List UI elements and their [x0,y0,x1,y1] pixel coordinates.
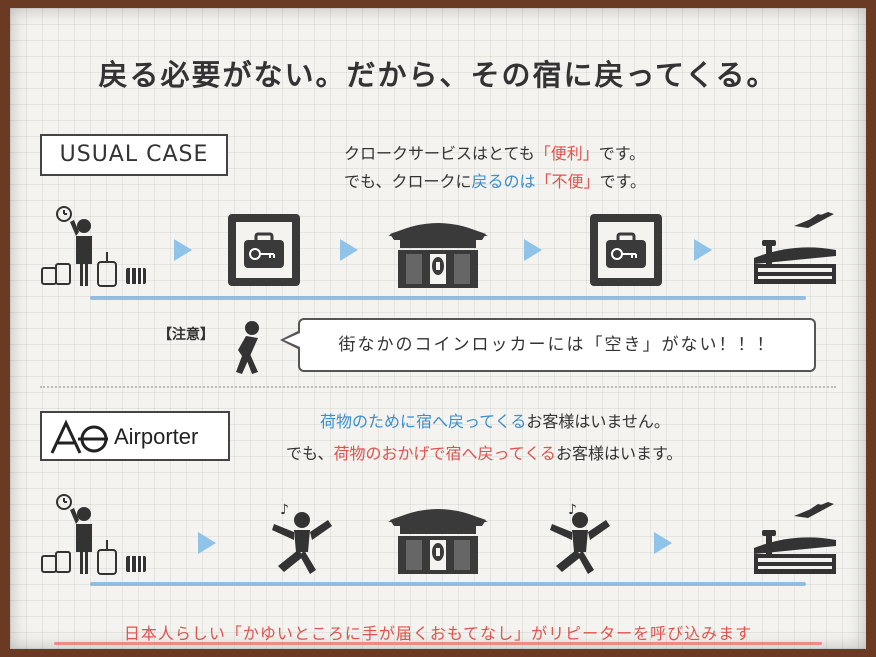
flow-arrow-3 [524,239,542,261]
flow-arrow-6 [654,532,672,554]
flow-baseline-2 [90,582,806,586]
footer-underline [54,642,822,645]
flow-arrow-5 [198,532,216,554]
infographic-board: 戻る必要がない。だから、その宿に戻ってくる。 USUAL CASE クロークサー… [10,8,866,649]
temple-gate-icon [388,223,488,288]
temple-gate-icon-2 [388,509,488,574]
flow-baseline-1 [90,296,806,300]
airport-icon [754,212,836,284]
notice-bubble: 街なかのコインロッカーには「空き」がない！！！ [298,318,816,372]
jumping-person-icon-2: ♪ [550,502,610,574]
traveler-icon-2 [41,494,146,575]
usual-desc-line2-c: 「不便」 [535,172,600,191]
usual-desc-line1-b: 「便利」 [534,144,599,163]
usual-case-label: USUAL CASE [40,134,228,176]
airporter-desc-line1-b: お客様はいません。 [526,412,670,431]
svg-text:♪: ♪ [280,502,289,518]
airporter-desc-line2-c: お客様はいます。 [555,444,683,463]
usual-desc-line2-b: 戻るのは [471,172,536,191]
usual-desc-line2-d: です。 [599,172,646,191]
flow-arrow-1 [174,239,192,261]
traveler-icon [41,206,146,287]
headline: 戻る必要がない。だから、その宿に戻ってくる。 [98,58,778,92]
airporter-logo: Airporter [40,411,230,461]
bubble-tail-inner [284,333,300,347]
footer-message: 日本人らしい「かゆいところに手が届くおもてなし」がリピーターを呼び込みます [123,624,753,643]
airport-icon-2 [754,502,836,574]
airporter-desc-line2-b: 荷物のおかげで宿へ戻ってくる [333,444,556,463]
airporter-logo-mark [50,419,108,454]
svg-text:♪: ♪ [568,502,577,518]
flow-arrow-4 [694,239,712,261]
section-divider [40,386,836,388]
usual-desc-line2: でも、クロークに戻るのは「不便」です。 [344,168,646,192]
despair-person-icon [236,321,259,374]
airporter-desc-line1-a: 荷物のために宿へ戻ってくる [320,412,527,431]
airporter-desc-line2: でも、荷物のおかげで宿へ戻ってくるお客様はいます。 [286,440,682,464]
usual-desc-line1-a: クロークサービスはとても [344,144,535,163]
usual-desc-line2-a: でも、クロークに [344,172,472,191]
locker-key-icon-2 [590,214,662,286]
usual-desc-line1-c: です。 [598,144,646,163]
notice-label: 【注意】 [158,327,214,343]
jumping-person-icon: ♪ [272,502,332,574]
airporter-desc-line1: 荷物のために宿へ戻ってくるお客様はいません。 [320,408,670,432]
airporter-desc-line2-a: でも、 [286,444,334,463]
flow-arrow-2 [340,239,358,261]
airporter-logo-text: Airporter [114,424,199,449]
locker-key-icon [228,214,300,286]
usual-desc-line1: クロークサービスはとても「便利」です。 [344,140,645,164]
